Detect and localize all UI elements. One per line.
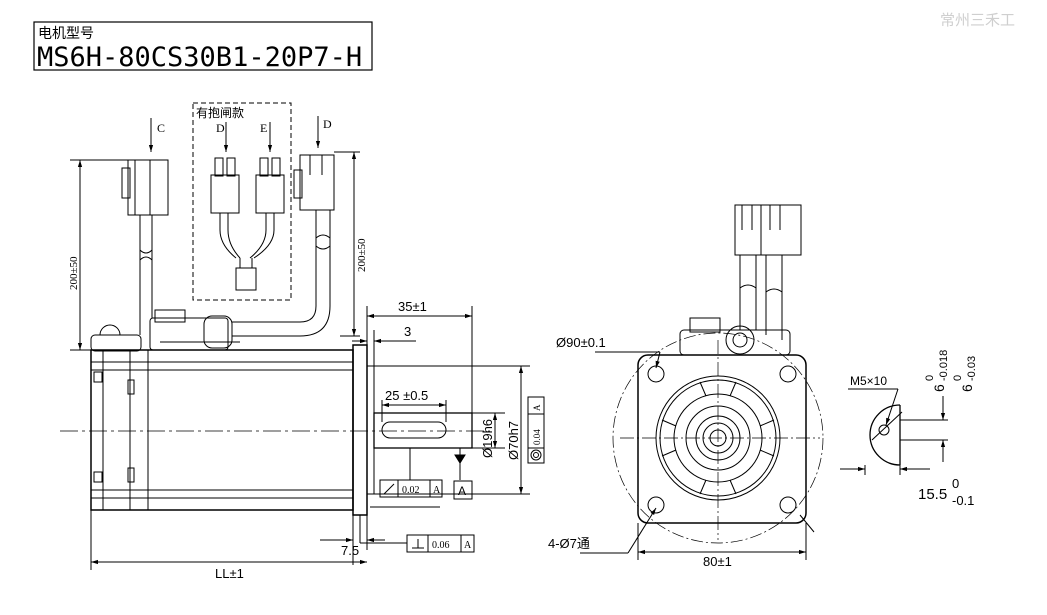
front-view-labels: Ø90±0.1 4-Ø7通 80±1 [548,335,732,569]
key-width-tol-upper: 0 [924,375,936,381]
pcd-dim: Ø90±0.1 [556,335,606,350]
mount-hole [647,496,665,514]
cable-length-left: 200±50 [68,256,80,290]
mount-hole [647,365,665,383]
side-view [60,102,545,570]
runout-value: 0.02 [402,485,420,496]
motor-length-dim: LL±1 [215,566,244,581]
connector-e-brake [255,174,285,214]
output-shaft [373,412,473,449]
connector-d-brake [210,174,240,214]
shaft-end-labels: M5×10 6 0 -0.018 6 0 -0.03 15.5 0 -0.1 [850,350,978,508]
shaft-keyway [381,421,447,439]
flange-thickness-dim: 7.5 [341,543,359,558]
runout-ref: A [433,485,441,496]
connector-d-brake-label: D [216,121,225,135]
shaft-end-view [840,388,948,475]
shaft-diameter-dim: Ø19h6 [480,419,495,458]
key-height-dim: 15.5 [918,486,947,503]
cable-length-right: 200±50 [356,238,368,272]
key-width2-dim: 6 [959,384,975,392]
key-width2-tol-lower: -0.03 [966,356,978,381]
connector-c-label: C [157,121,165,135]
key-length-dim: 25 ±0.5 [385,388,428,403]
front-connector-left [734,204,762,256]
key-height-tol-upper: 0 [952,476,959,491]
watermark: 常州三禾工 [940,12,1015,29]
title-block: 电机型号 MS6H-80CS30B1-20P7-H [33,21,373,73]
model-number: MS6H-80CS30B1-20P7-H [37,42,362,73]
front-encoder-top [679,329,791,356]
flange-gap-dim: 3 [404,324,411,339]
concentricity-value: 0.04 [532,429,542,445]
concentricity-ref: A [532,404,542,411]
model-label: 电机型号 [38,25,94,41]
mount-hole [779,365,797,383]
title-frame [33,21,373,71]
pilot [366,365,375,495]
thread-dim: M5×10 [850,374,887,388]
front-view [580,204,824,560]
encoder-housing [149,317,229,351]
key-width-dim: 6 [931,384,947,392]
connector-d-label: D [323,117,332,131]
shaft-extension-dim: 35±1 [398,299,427,314]
flange-width-dim: 80±1 [703,554,732,569]
perpendicularity-value: 0.06 [432,540,450,551]
pilot-diameter-dim: Ø70h7 [506,421,521,460]
mount-hole [779,496,797,514]
perpendicularity-ref: A [464,540,472,551]
side-view-labels: 有抱闸款 C D E D 200±50 200±50 35±1 3 25 ±0.… [68,105,542,581]
key-width-tol-lower: -0.018 [938,350,950,381]
mount-holes-dim: 4-Ø7通 [548,536,590,551]
datum-a: A [458,484,466,498]
connector-d [299,154,335,211]
front-connector-right [760,204,802,256]
brake-group-label: 有抱闸款 [196,105,244,120]
key-width2-tol-upper: 0 [952,375,964,381]
brake-option-frame [192,102,292,301]
key-height-tol-lower: -0.1 [952,493,974,508]
connector-c [127,159,169,216]
motor-flange [352,344,368,516]
connector-e-brake-label: E [260,121,267,135]
